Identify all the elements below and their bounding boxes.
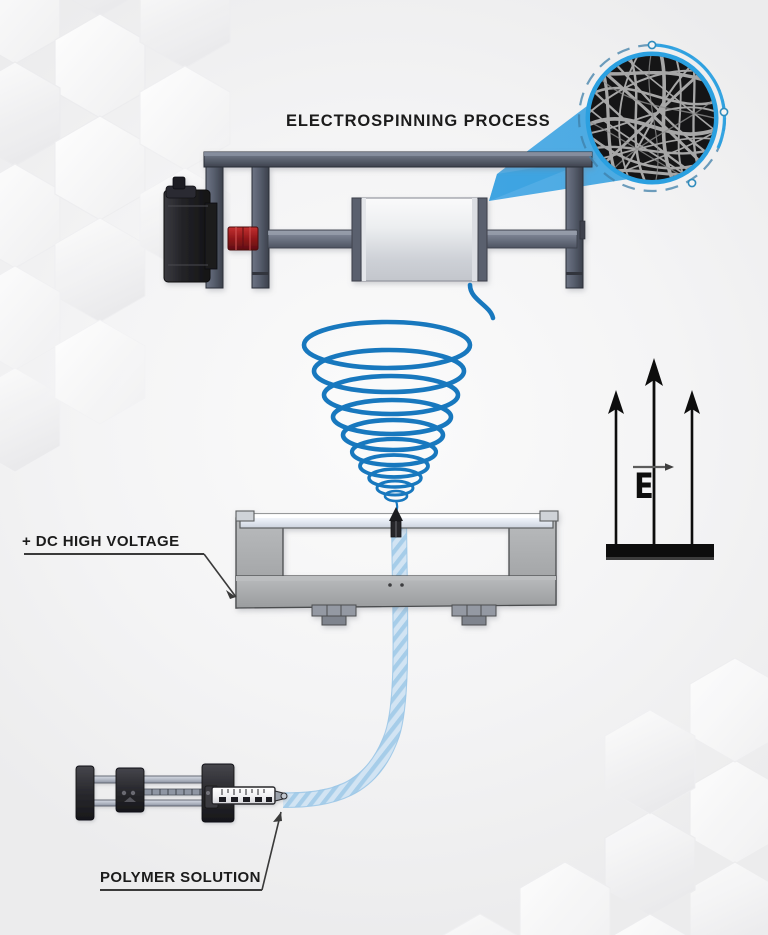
page-title: ELECTROSPINNING PROCESS bbox=[286, 112, 551, 130]
whipping-instability-jet bbox=[301, 282, 496, 515]
stage-mount-bolts bbox=[311, 604, 497, 626]
high-voltage-label: + DC HIGH VOLTAGE bbox=[22, 533, 180, 550]
frame-top-bar bbox=[203, 151, 593, 168]
collector-drum bbox=[351, 197, 488, 282]
leader-lines bbox=[24, 552, 282, 892]
syringe-pump bbox=[75, 763, 288, 823]
polymer-feed-tube bbox=[282, 519, 409, 809]
grounded-collector-stage bbox=[235, 510, 559, 626]
electric-field-label: E bbox=[634, 467, 654, 507]
polymer-solution-label: POLYMER SOLUTION bbox=[100, 869, 261, 886]
nanofiber-magnifier bbox=[577, 40, 729, 193]
drum-motor bbox=[163, 176, 218, 283]
shaft-coupling bbox=[227, 226, 259, 251]
drive-shaft bbox=[267, 229, 578, 249]
rotating-drum-collector bbox=[163, 151, 593, 289]
spinneret-nozzle bbox=[389, 507, 403, 538]
high-voltage-leader bbox=[203, 553, 237, 598]
polymer-leader bbox=[261, 811, 282, 891]
nanofiber-texture bbox=[590, 56, 714, 180]
electric-field-arrows bbox=[606, 358, 714, 560]
